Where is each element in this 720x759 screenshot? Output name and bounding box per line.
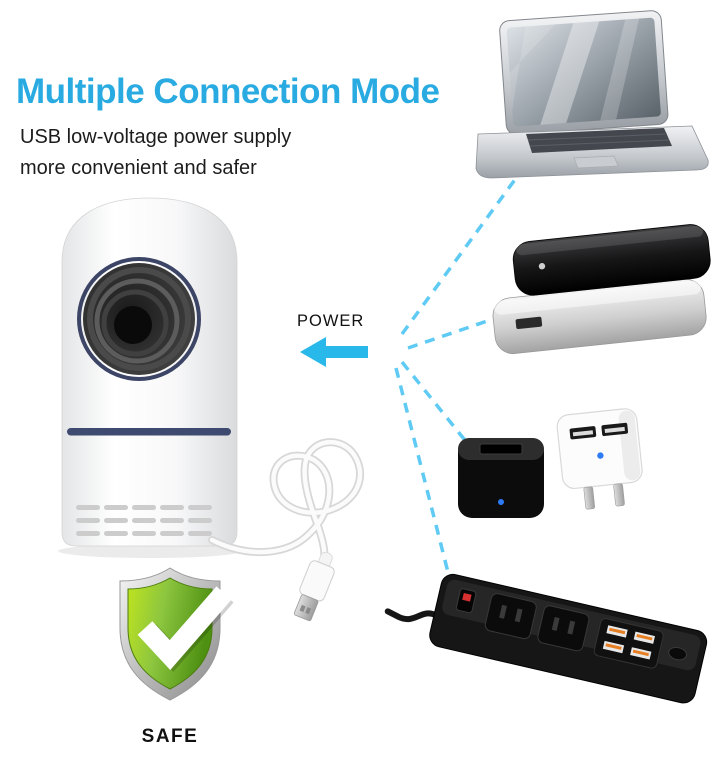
power-label: POWER [297, 312, 365, 330]
lamp-band [67, 428, 231, 436]
lamp-vents [76, 505, 212, 536]
shield-check-icon [119, 567, 234, 701]
mosquito-killer-lamp-icon [58, 197, 242, 558]
power-strip-icon [384, 573, 708, 704]
dashed-connectors [394, 168, 524, 589]
usb-wall-adapter-icon [458, 408, 643, 518]
subtitle-line-1: USB low-voltage power supply [20, 126, 292, 148]
dashed-line-power-bank [407, 313, 506, 350]
safe-label: SAFE [141, 726, 199, 747]
dashed-line-laptop [400, 168, 524, 336]
dashed-line-power-strip [394, 367, 454, 589]
laptop-icon [475, 10, 709, 179]
dashed-line-adapters [400, 360, 470, 446]
page-title: Multiple Connection Mode [16, 72, 440, 111]
power-bank-icon [492, 224, 711, 355]
usb-plug-icon [293, 551, 335, 622]
left-arrow-icon [300, 337, 368, 367]
usb-cable [208, 438, 364, 622]
subtitle-line-2: more convenient and safer [20, 157, 257, 179]
